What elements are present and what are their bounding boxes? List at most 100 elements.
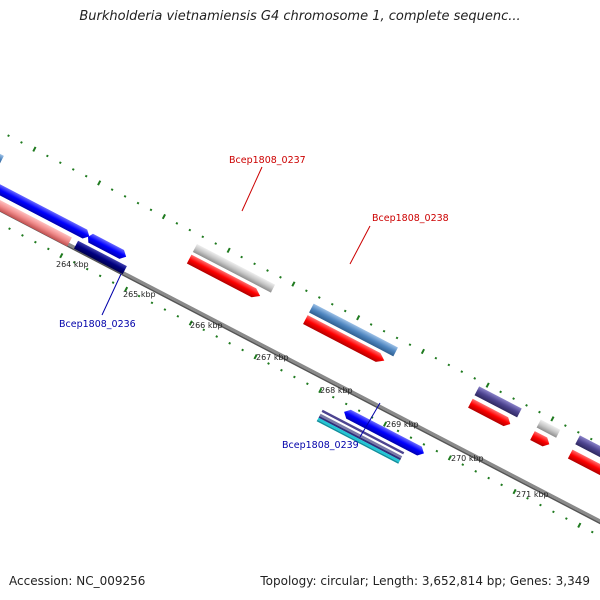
tick-major: [318, 387, 323, 394]
tick-label-264: 264 kbp: [56, 260, 89, 269]
tick-minor: [228, 341, 232, 345]
gene-label-0236[interactable]: Bcep1808_0236: [59, 319, 136, 330]
gene-label-0238[interactable]: Bcep1808_0238: [372, 213, 449, 224]
feature-cds-red-4[interactable]: [530, 431, 551, 449]
tick-minor: [369, 323, 373, 326]
tick-minor: [317, 296, 321, 299]
tick-minor: [214, 242, 218, 245]
tick-minor: [564, 424, 567, 427]
tick-major: [577, 522, 582, 528]
tick-minor: [111, 281, 115, 284]
tick-major: [226, 247, 231, 253]
tick-minor: [408, 343, 412, 347]
feature-gene-grey-2[interactable]: [536, 419, 561, 438]
tick-minor: [461, 463, 465, 466]
tick-label-270: 270 kbp: [451, 454, 484, 463]
tick-minor: [525, 404, 528, 407]
feature-gene-purple-2[interactable]: [575, 435, 600, 463]
tick-minor: [149, 208, 153, 212]
feature-gene-blue-3[interactable]: [342, 407, 426, 457]
tick-minor: [279, 275, 282, 279]
tick-minor: [98, 274, 102, 278]
feature-cds-red-3[interactable]: [468, 398, 513, 429]
feature-gene-steelblue-edge[interactable]: [0, 137, 4, 164]
label-leaders: [101, 166, 381, 438]
tick-major: [32, 146, 37, 152]
tick-minor: [590, 530, 594, 534]
tick-minor: [137, 294, 141, 298]
tick-minor: [396, 429, 400, 433]
tick-minor: [175, 221, 179, 225]
feature-gene-blue-1[interactable]: [0, 181, 92, 241]
tick-minor: [85, 267, 89, 271]
tick-minor: [8, 227, 11, 231]
tick-major: [291, 281, 296, 287]
tick-minor: [565, 517, 568, 520]
tick-minor: [163, 308, 167, 311]
tick-major: [97, 180, 102, 186]
tick-major: [124, 286, 129, 293]
tick-minor: [176, 314, 180, 318]
tick-minor: [253, 262, 256, 266]
feature-gene-grey-1[interactable]: [192, 243, 276, 293]
tick-minor: [84, 174, 88, 178]
tick-minor: [306, 382, 309, 386]
feature-cds-red-1[interactable]: [186, 254, 263, 301]
tick-minor: [576, 430, 580, 434]
tick-label-267: 267 kbp: [256, 353, 289, 362]
tick-minor: [266, 269, 269, 272]
tick-minor: [512, 397, 515, 400]
genome-stats-text: Topology: circular; Length: 3,652,814 bp…: [260, 574, 590, 588]
tick-minor: [305, 289, 308, 293]
tick-minor: [136, 201, 140, 205]
tick-minor: [447, 363, 451, 367]
gene-label-0239[interactable]: Bcep1808_0239: [282, 440, 359, 451]
tick-major: [253, 354, 258, 360]
tick-minor: [460, 370, 464, 374]
tick-minor: [487, 476, 491, 480]
tick-minor: [382, 329, 386, 333]
tick-minor: [357, 409, 361, 413]
map-title: Burkholderia vietnamiensis G4 chromosome…: [79, 9, 521, 24]
feature-gene-navy[interactable]: [73, 240, 127, 275]
tick-label-271: 271 kbp: [516, 490, 549, 499]
feature-gene-steelblue-1[interactable]: [309, 303, 398, 357]
tick-minor: [267, 362, 270, 365]
gene-label-0237[interactable]: Bcep1808_0237: [229, 155, 306, 166]
tick-minor: [331, 395, 335, 399]
tick-major: [59, 252, 64, 259]
tick-minor: [215, 335, 219, 338]
tick-minor: [499, 390, 502, 394]
tick-minor: [434, 356, 438, 360]
tick-major: [550, 416, 555, 422]
tick-minor: [71, 168, 75, 171]
tick-minor: [240, 255, 243, 259]
tick-minor: [150, 301, 154, 305]
feature-gene-purple-1[interactable]: [474, 386, 522, 418]
tick-minor: [47, 247, 50, 251]
feature-gene-pink[interactable]: [0, 188, 72, 247]
tick-minor: [500, 483, 503, 487]
tick-major: [512, 488, 517, 495]
tick-minor: [188, 228, 192, 232]
accession-text: Accession: NC_009256: [9, 574, 146, 588]
tick-minor: [422, 443, 426, 446]
tick-minor: [280, 368, 283, 372]
tick-major: [161, 213, 166, 220]
tick-minor: [46, 154, 49, 158]
feature-cds-red-2[interactable]: [303, 315, 387, 365]
tick-minor: [34, 240, 37, 244]
tick-minor: [474, 470, 478, 473]
tick-minor: [293, 375, 296, 379]
tick-minor: [409, 436, 413, 439]
feature-cds-red-5[interactable]: [567, 449, 600, 477]
tick-minor: [7, 134, 10, 138]
feature-gene-blue-2[interactable]: [86, 232, 129, 261]
tick-minor: [589, 437, 593, 441]
tick-minor: [473, 377, 477, 380]
tick-row-outer: [7, 134, 593, 441]
tick-minor: [526, 496, 529, 500]
tick-row-inner: [8, 227, 594, 534]
tick-label-265: 265 kbp: [123, 290, 156, 299]
